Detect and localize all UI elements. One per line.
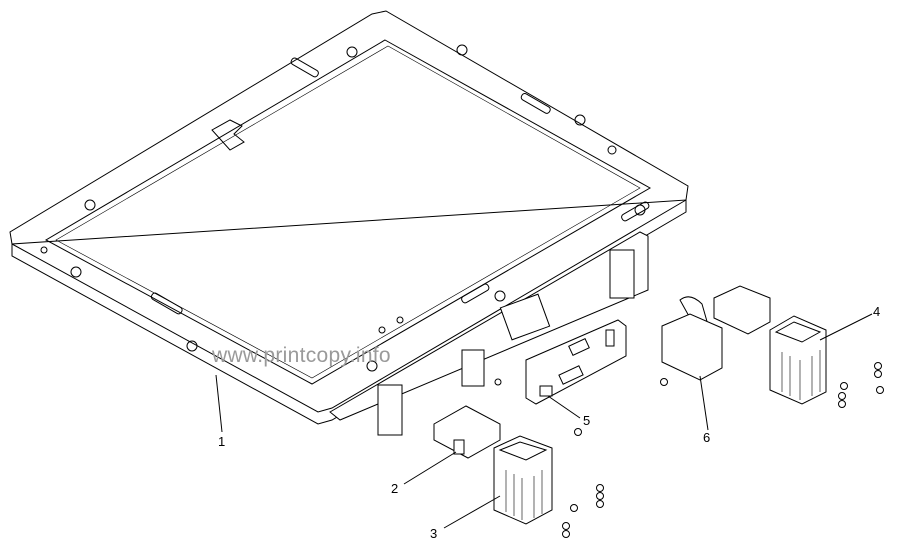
screws bbox=[378, 316, 884, 538]
callout-4: 4 bbox=[873, 304, 881, 319]
leader-lines bbox=[215, 313, 873, 529]
callout-2: 2 bbox=[391, 481, 399, 496]
callout-1: 1 bbox=[218, 434, 226, 449]
scanner-frame bbox=[9, 10, 689, 425]
callout-5: 5 bbox=[583, 413, 591, 428]
callout-6: 6 bbox=[703, 430, 711, 445]
pcb-board bbox=[525, 319, 627, 405]
rear-rail bbox=[329, 231, 649, 436]
callout-3: 3 bbox=[430, 526, 438, 541]
hinge-right bbox=[769, 315, 827, 405]
bracket-left bbox=[433, 405, 501, 459]
lever-assembly bbox=[661, 285, 771, 381]
watermark: www.printcopy.info bbox=[212, 344, 391, 367]
hinge-left bbox=[493, 435, 553, 525]
